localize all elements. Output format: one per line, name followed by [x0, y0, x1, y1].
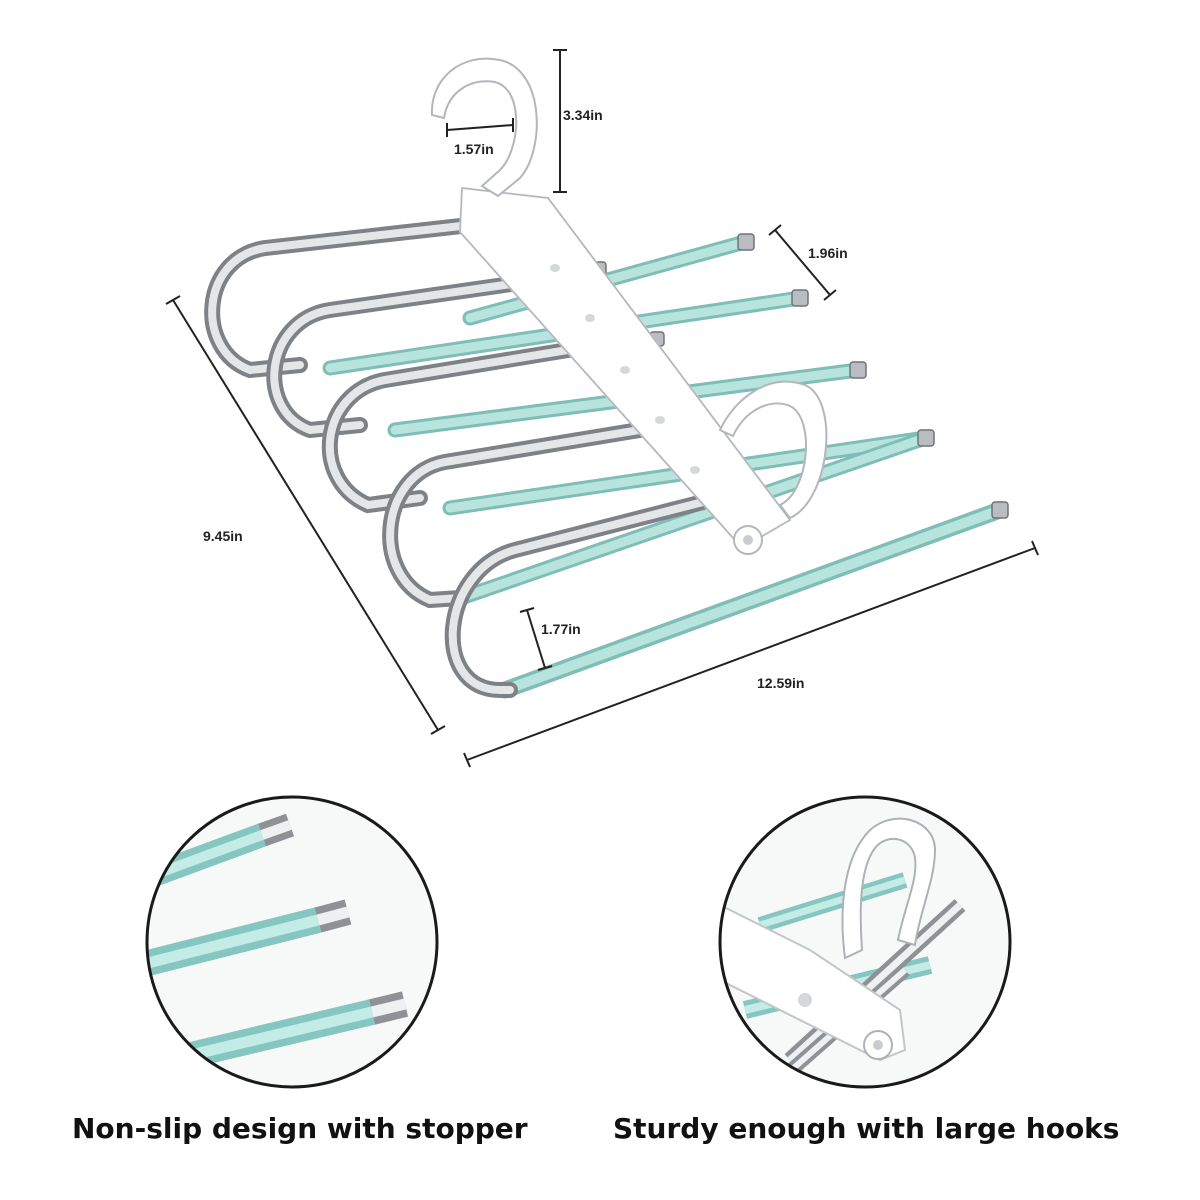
dim-rod-gap: 1.96in — [808, 245, 848, 261]
detail-circle-stopper — [145, 795, 439, 1089]
feature-caption-hooks: Sturdy enough with large hooks — [613, 1112, 1120, 1145]
dim-loop-gap: 1.77in — [541, 621, 581, 637]
feature-caption-stopper: Non-slip design with stopper — [72, 1112, 528, 1145]
plastic-bar — [458, 186, 792, 555]
steel-loops — [204, 217, 758, 698]
dim-total-height: 9.45in — [203, 528, 243, 544]
dim-hook-width: 1.57in — [454, 141, 494, 157]
dim-hook-height: 3.34in — [563, 107, 603, 123]
dimension-lines — [165, 49, 1039, 768]
dim-total-length: 12.59in — [757, 675, 804, 691]
second-hook — [718, 380, 828, 520]
metal-end-caps — [529, 197, 1009, 519]
detail-circle-hook — [718, 795, 1012, 1089]
hanger-illustration — [204, 57, 1009, 699]
top-hook — [430, 57, 538, 198]
